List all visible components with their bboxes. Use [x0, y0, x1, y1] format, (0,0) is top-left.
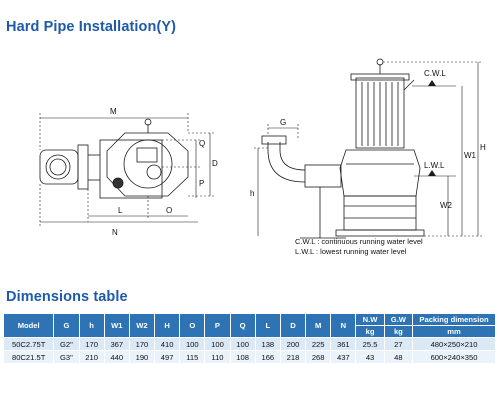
dim-label-d: D: [212, 159, 218, 168]
dim-label-q: Q: [199, 139, 205, 148]
table-cell: 440: [103, 350, 130, 364]
table-cell: 166: [254, 350, 281, 364]
table-cell: 170: [78, 337, 105, 351]
table-cell: 600×240×350: [412, 350, 496, 364]
table-cell: 43: [355, 350, 385, 364]
water-level-cwl: C.W.L: [424, 69, 446, 78]
dim-label-h: H: [480, 143, 486, 152]
table-cell: 268: [305, 350, 332, 364]
table-cell: G3": [53, 350, 80, 364]
legend-cwl: C.W.L : continuous running water level: [295, 237, 423, 246]
col-header-q: Q: [229, 313, 256, 338]
col-header-l: L: [254, 313, 281, 338]
unit-gw: kg: [383, 325, 414, 338]
col-header-o: O: [179, 313, 206, 338]
table-cell: 27: [383, 337, 414, 351]
col-header-p: P: [204, 313, 231, 338]
table-cell: 497: [154, 350, 181, 364]
table-cell: 218: [279, 350, 307, 364]
dim-label-g: G: [280, 118, 286, 127]
table-cell: 100: [204, 337, 231, 351]
col-header-gw: G.W: [383, 313, 414, 326]
table-cell: 480×250×210: [412, 337, 496, 351]
dimensions-table: Model G h W1 W2 H O P Q L D M N N.W G.W …: [2, 313, 496, 364]
col-header-packing: Packing dimension: [412, 313, 496, 326]
col-header-nw: N.W: [355, 313, 385, 326]
table-cell: 108: [229, 350, 256, 364]
table-cell: G2": [53, 337, 80, 351]
table-cell: 50C2.75T: [2, 337, 55, 351]
col-header-model: Model: [2, 313, 55, 338]
dim-label-w1: W1: [464, 151, 477, 160]
dimensions-title: Dimensions table: [6, 289, 128, 305]
col-header-m: M: [305, 313, 332, 338]
col-header-n: N: [330, 313, 357, 338]
table-cell: 138: [254, 337, 281, 351]
unit-nw: kg: [355, 325, 385, 338]
table-cell: 190: [128, 350, 156, 364]
col-header-h-small: h: [78, 313, 105, 338]
table-cell: 225: [305, 337, 332, 351]
dim-label-h-small: h: [250, 189, 254, 198]
dim-label-m: M: [110, 107, 117, 116]
col-header-d: D: [279, 313, 307, 338]
side-view: [254, 58, 482, 239]
table-cell: 170: [128, 337, 156, 351]
col-header-w2: W2: [128, 313, 156, 338]
dim-label-w2: W2: [440, 201, 453, 210]
col-header-h: H: [154, 313, 181, 338]
dim-label-n: N: [112, 228, 118, 237]
table-cell: 210: [78, 350, 105, 364]
table-cell: 410: [154, 337, 181, 351]
table-row: 50C2.75T G2" 170 367 170 410 100 100 100…: [2, 337, 496, 351]
table-header-row: Model G h W1 W2 H O P Q L D M N N.W G.W …: [2, 313, 496, 338]
table-cell: 115: [179, 350, 206, 364]
table-cell: 367: [103, 337, 130, 351]
col-header-w1: W1: [103, 313, 130, 338]
dim-label-p: P: [199, 179, 204, 188]
table-cell: 100: [179, 337, 206, 351]
table-cell: 200: [279, 337, 307, 351]
table-cell: 80C21.5T: [2, 350, 55, 364]
col-header-g: G: [53, 313, 80, 338]
unit-packing: mm: [412, 325, 496, 338]
water-level-lwl: L.W.L: [424, 161, 445, 170]
table-cell: 110: [204, 350, 231, 364]
dim-label-l: L: [118, 206, 123, 215]
table-cell: 25.5: [355, 337, 385, 351]
dim-label-o: O: [166, 206, 172, 215]
top-view: [39, 113, 214, 228]
table-cell: 361: [330, 337, 357, 351]
table-cell: 48: [383, 350, 414, 364]
table-cell: 100: [229, 337, 256, 351]
table-cell: 437: [330, 350, 357, 364]
installation-title: Hard Pipe Installation(Y): [6, 19, 177, 35]
legend-lwl: L.W.L : lowest running water level: [295, 247, 407, 256]
table-row: 80C21.5T G3" 210 440 190 497 115 110 108…: [2, 350, 496, 364]
